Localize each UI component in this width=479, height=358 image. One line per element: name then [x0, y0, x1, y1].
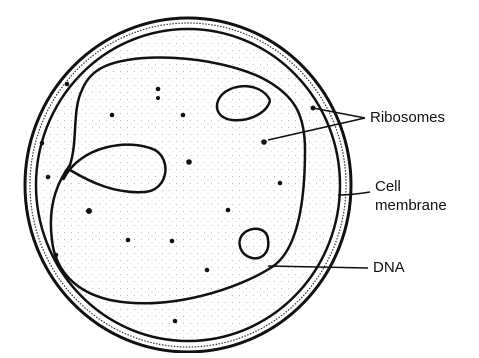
ribosome	[261, 139, 267, 145]
ribosome	[156, 87, 161, 92]
label-dna: DNA	[373, 259, 405, 277]
cytoplasm	[38, 31, 338, 339]
ribosome	[86, 208, 92, 214]
label-cell-membrane-line1: Cell	[375, 178, 401, 196]
ribosome	[170, 239, 175, 244]
label-cell-membrane-line2: membrane	[375, 197, 447, 215]
ribosome	[173, 319, 178, 324]
ribosome	[156, 96, 160, 100]
label-ribosomes: Ribosomes	[370, 109, 445, 127]
ribosome	[278, 181, 283, 186]
ribosome	[126, 238, 131, 243]
ribosome	[65, 82, 70, 87]
ribosome	[46, 175, 51, 180]
ribosome	[110, 113, 115, 118]
ribosome	[186, 159, 192, 165]
ribosome	[205, 268, 210, 273]
ribosome	[226, 208, 231, 213]
ribosome	[54, 253, 59, 258]
cell-membrane-leader	[338, 192, 370, 195]
ribosome	[181, 113, 186, 118]
ribosome	[40, 141, 45, 146]
